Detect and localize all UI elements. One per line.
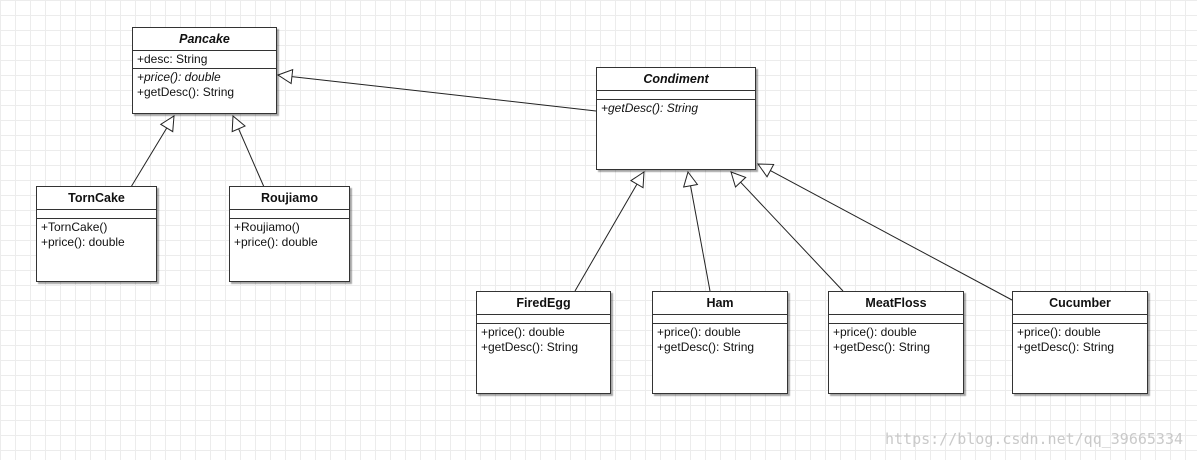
- class-name: Pancake: [133, 28, 276, 51]
- attributes-compartment: [230, 210, 349, 219]
- hollow-arrowhead: [159, 115, 175, 133]
- generalization-ham-condiment: [682, 170, 711, 292]
- hollow-arrowhead: [730, 171, 747, 188]
- attributes-compartment: [477, 315, 610, 324]
- operation: +price(): double: [41, 235, 125, 249]
- edge-line: [291, 76, 597, 112]
- edge-line: [740, 181, 844, 292]
- generalization-torncake-pancake: [130, 115, 175, 188]
- class-name: Ham: [653, 292, 787, 315]
- generalization-roujiamo-pancake: [231, 114, 265, 188]
- operations-compartment: +getDesc(): String: [597, 100, 755, 117]
- operation: +getDesc(): String: [833, 340, 931, 354]
- operation: +price(): double: [1017, 325, 1101, 339]
- attributes-compartment: [37, 210, 156, 219]
- class-name: Cucumber: [1013, 292, 1147, 315]
- generalization-condiment-pancake: [276, 68, 597, 112]
- attributes-compartment: [597, 91, 755, 100]
- operation: +price(): double: [234, 235, 318, 249]
- operation: +price(): double: [833, 325, 917, 339]
- operation: +getDesc(): String: [601, 101, 699, 115]
- operation: +getDesc(): String: [1017, 340, 1115, 354]
- class-name: TornCake: [37, 187, 156, 210]
- operations-compartment: +price(): double+getDesc(): String: [133, 69, 276, 101]
- operation: +getDesc(): String: [657, 340, 755, 354]
- class-torncake[interactable]: TornCake +TornCake()+price(): double: [36, 186, 157, 282]
- edge-line: [238, 128, 265, 188]
- class-condiment[interactable]: Condiment +getDesc(): String: [596, 67, 756, 170]
- operation: +getDesc(): String: [137, 85, 235, 99]
- operations-compartment: +price(): double+getDesc(): String: [477, 324, 610, 356]
- generalization-cucumber-condiment: [757, 163, 1013, 301]
- hollow-arrowhead: [231, 114, 246, 133]
- class-roujiamo[interactable]: Roujiamo +Roujiamo()+price(): double: [229, 186, 350, 282]
- class-meatfloss[interactable]: MeatFloss +price(): double+getDesc(): Str…: [828, 291, 964, 394]
- hollow-arrowhead: [757, 163, 775, 178]
- attributes-compartment: +desc: String: [133, 51, 276, 69]
- generalization-firedegg-condiment: [574, 171, 645, 292]
- class-cucumber[interactable]: Cucumber +price(): double+getDesc(): Stri…: [1012, 291, 1148, 394]
- hollow-arrowhead: [682, 170, 699, 188]
- operation: +TornCake(): [41, 220, 108, 234]
- class-firedegg[interactable]: FiredEgg +price(): double+getDesc(): Stri…: [476, 291, 611, 394]
- operation: +price(): double: [481, 325, 565, 339]
- hollow-arrowhead: [276, 68, 294, 85]
- edge-line: [130, 127, 168, 188]
- edge-line: [690, 185, 711, 292]
- attribute: +desc: String: [137, 52, 208, 66]
- class-pancake[interactable]: Pancake+desc: String +price(): double+get…: [132, 27, 277, 114]
- operations-compartment: +Roujiamo()+price(): double: [230, 219, 349, 251]
- attributes-compartment: [829, 315, 963, 324]
- generalization-meatfloss-condiment: [730, 171, 844, 292]
- operation: +price(): double: [657, 325, 741, 339]
- class-name: MeatFloss: [829, 292, 963, 315]
- hollow-arrowhead: [629, 171, 645, 189]
- class-name: FiredEgg: [477, 292, 610, 315]
- class-ham[interactable]: Ham +price(): double+getDesc(): String: [652, 291, 788, 394]
- attributes-compartment: [653, 315, 787, 324]
- attributes-compartment: [1013, 315, 1147, 324]
- operations-compartment: +price(): double+getDesc(): String: [1013, 324, 1147, 356]
- operation: +price(): double: [137, 70, 221, 84]
- operations-compartment: +price(): double+getDesc(): String: [829, 324, 963, 356]
- operation: +Roujiamo(): [234, 220, 300, 234]
- watermark: https://blog.csdn.net/qq_39665334: [884, 430, 1183, 448]
- edge-line: [574, 183, 638, 292]
- operation: +getDesc(): String: [481, 340, 579, 354]
- class-name: Condiment: [597, 68, 755, 91]
- operations-compartment: +TornCake()+price(): double: [37, 219, 156, 251]
- operations-compartment: +price(): double+getDesc(): String: [653, 324, 787, 356]
- class-name: Roujiamo: [230, 187, 349, 210]
- edge-line: [770, 170, 1013, 301]
